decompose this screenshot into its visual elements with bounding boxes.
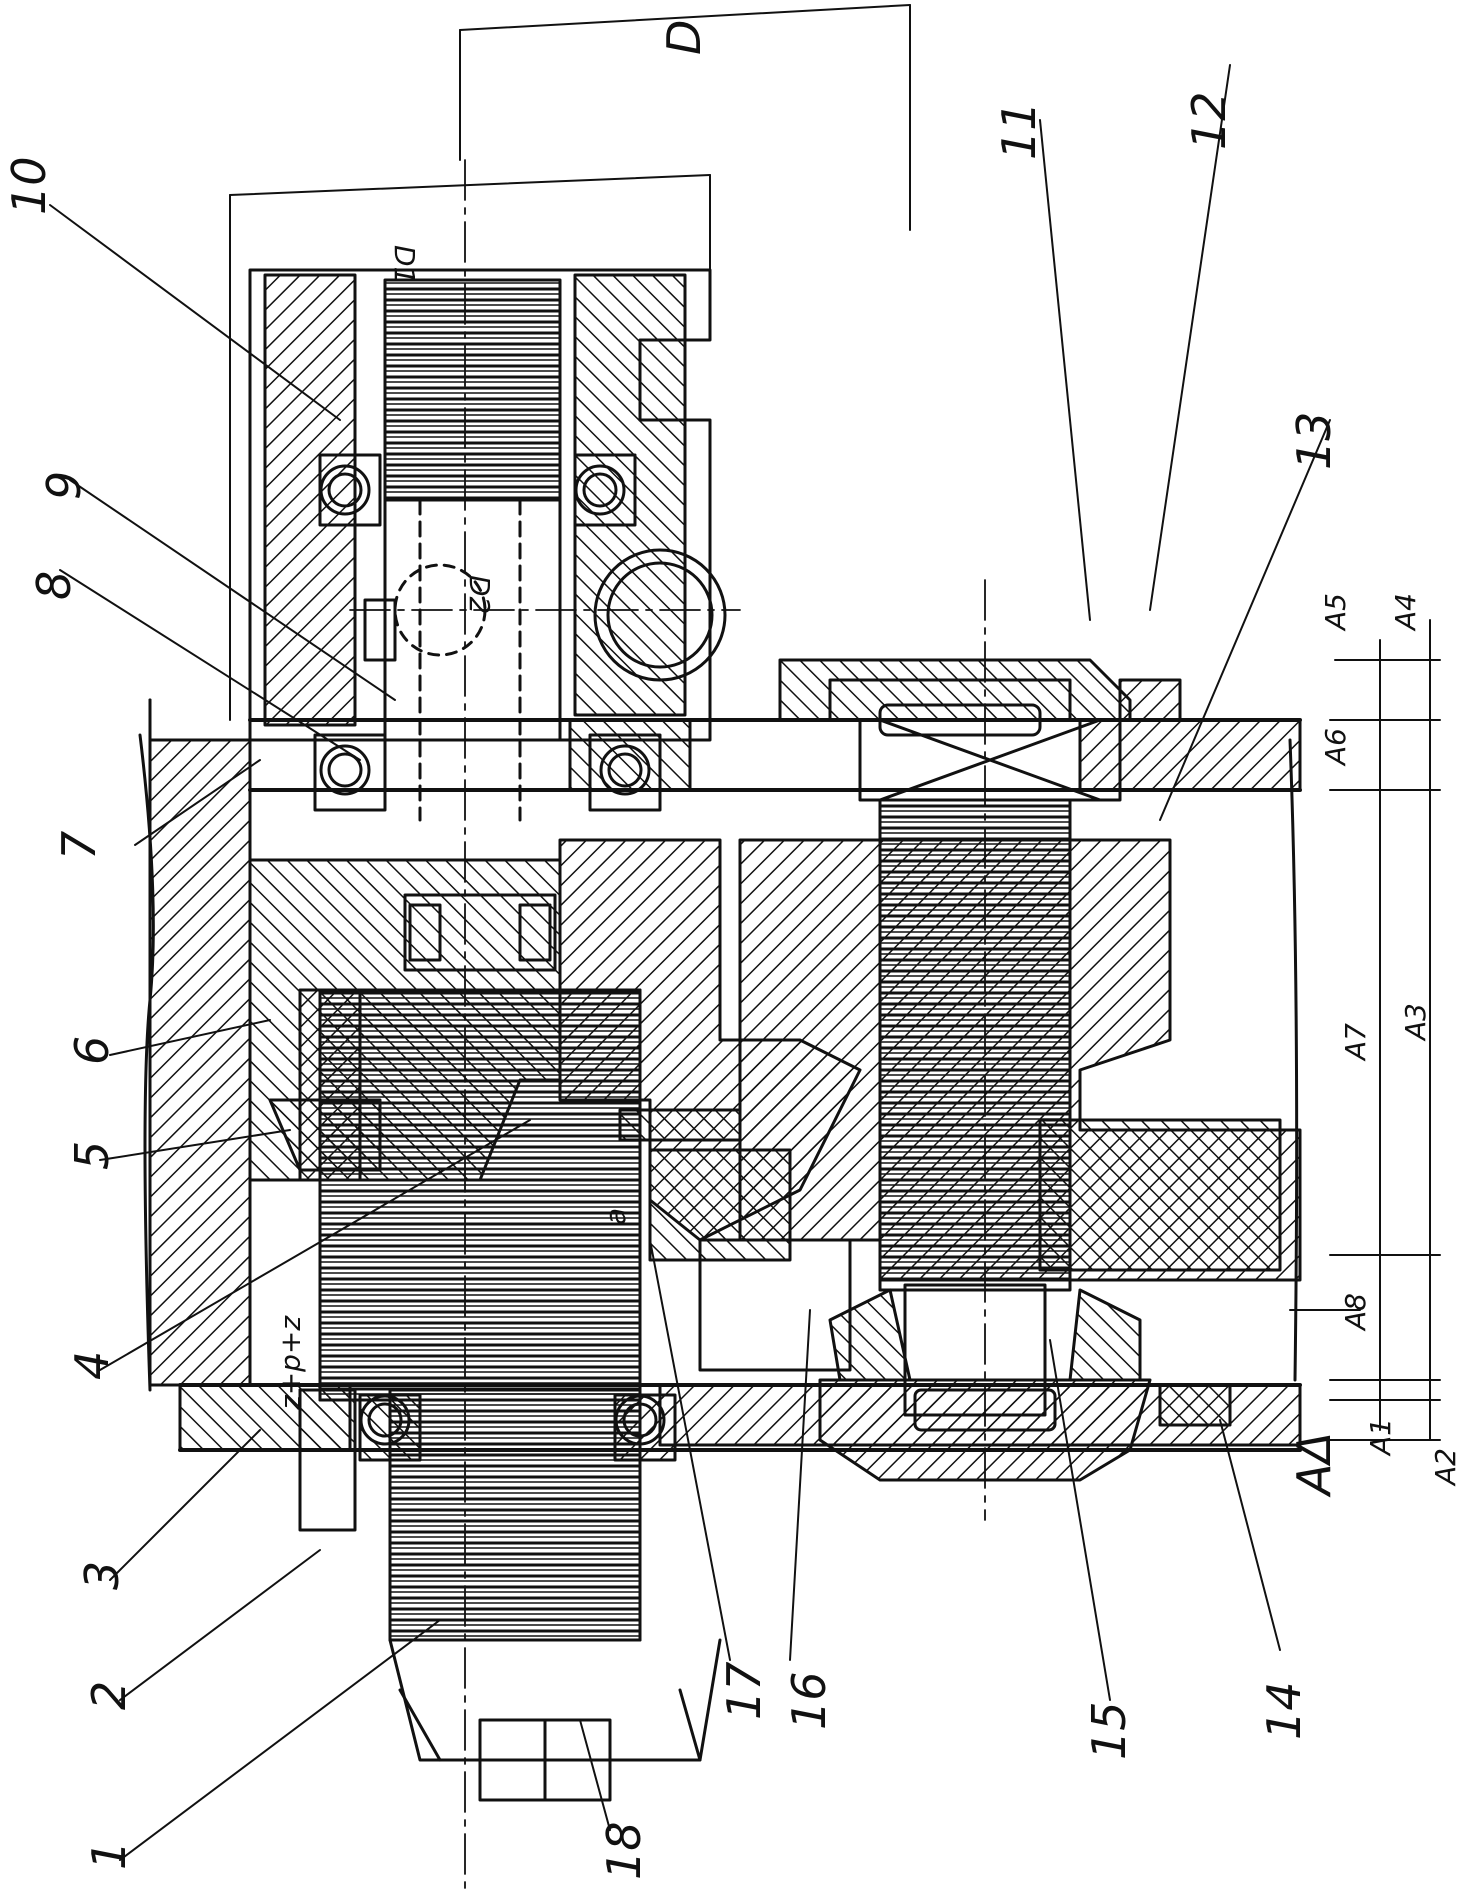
- dim-A2: A2: [1429, 1448, 1462, 1487]
- callout-1: 1: [82, 1841, 136, 1870]
- callout-15: 15: [1082, 1701, 1136, 1760]
- bottom-cover: [818, 1288, 1232, 1482]
- dim-D1: D1: [388, 245, 421, 284]
- dim-A6: A6: [1319, 728, 1352, 767]
- callout-9: 9: [37, 471, 91, 500]
- callout-4: 4: [65, 1351, 119, 1380]
- dim-A1: A1: [1364, 1418, 1397, 1457]
- dimension-labels: D D1 D2 z+p+z a A5 A4 A6 A7 A3 A8 A1 A2 …: [274, 20, 1462, 1498]
- countershaft-gear: [738, 798, 1302, 1417]
- callout-6: 6: [65, 1036, 119, 1065]
- upper-shaft-housing: [248, 268, 727, 822]
- dim-D: D: [657, 20, 711, 55]
- dim-A7: A7: [1339, 1023, 1372, 1062]
- callout-labels: 1 2 3 4 5 6 7 8 9 10 11 12 13 14 15 16 1…: [2, 91, 1341, 1880]
- centre-lines: [349, 159, 986, 1891]
- callout-3: 3: [75, 1561, 129, 1590]
- callout-12: 12: [1182, 91, 1236, 150]
- right-cover: [778, 658, 1182, 802]
- dim-A-delta: AΔ: [1287, 1432, 1341, 1498]
- callout-10: 10: [2, 156, 56, 215]
- callout-16: 16: [782, 1671, 836, 1730]
- dim-zpz: z+p+z: [274, 1315, 307, 1411]
- dim-A4: A4: [1389, 593, 1422, 632]
- dim-A8: A8: [1339, 1293, 1372, 1332]
- callout-11: 11: [992, 101, 1046, 160]
- callout-14: 14: [1257, 1681, 1311, 1740]
- callout-13: 13: [1287, 411, 1341, 470]
- callout-2: 2: [82, 1681, 136, 1710]
- callout-8: 8: [27, 571, 81, 600]
- callout-18: 18: [597, 1821, 651, 1880]
- callout-17: 17: [717, 1661, 771, 1720]
- output-shaft: [298, 1388, 722, 1802]
- dim-A3: A3: [1399, 1003, 1432, 1042]
- callout-5: 5: [65, 1141, 119, 1170]
- dim-A5: A5: [1319, 593, 1352, 632]
- dim-D2: D2: [463, 575, 496, 614]
- dimension-lines: [229, 4, 1441, 1441]
- dim-a: a: [599, 1208, 632, 1225]
- leader-lines: [49, 64, 1331, 1861]
- callout-7: 7: [52, 831, 106, 860]
